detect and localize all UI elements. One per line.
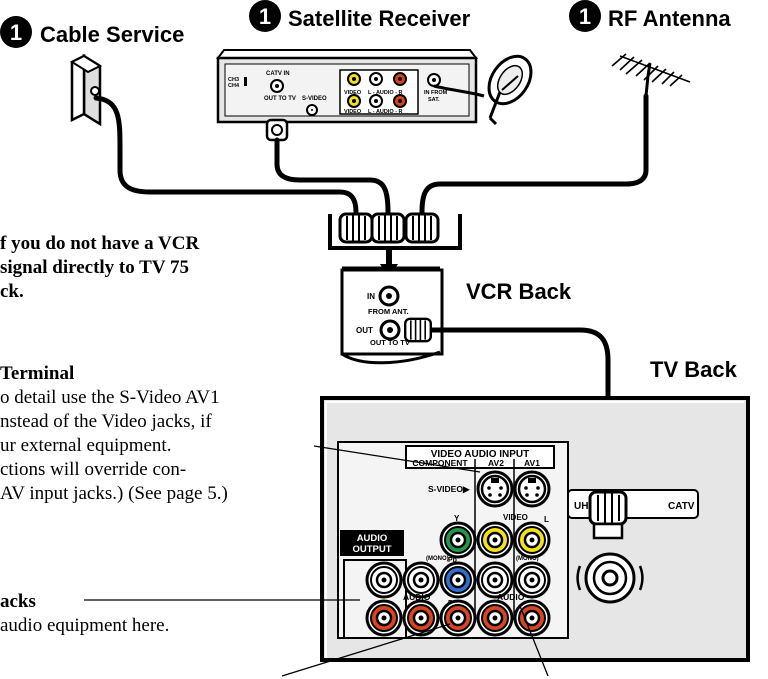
receiver-audio2-label: L - AUDIO - R (368, 109, 403, 115)
vcr-note-line-3: ck. (0, 281, 24, 302)
receiver-video2-label: VIDEO (344, 109, 362, 115)
source-satellite-receiver: 1 Satellite Receiver (249, 0, 471, 32)
tv-back-panel: VIDEO AUDIO INPUT COMPONENT AV2 AV1 S-VI… (320, 396, 750, 662)
jacks-note-title: acks (0, 591, 36, 612)
tv-av2-video-jack[interactable] (476, 521, 514, 559)
step-badge-number: 1 (10, 20, 22, 45)
cable-wall-outlet-icon (69, 53, 103, 127)
tv-pb-label: Pb (448, 557, 457, 564)
receiver-in-from-label: IN FROM (424, 90, 448, 96)
tv-coax-port-icon (576, 552, 644, 604)
source-rf-antenna: 1 RF Antenna (569, 0, 731, 32)
tv-audio-label-b: AUDIO (497, 592, 525, 602)
jacks-note-line-1: audio equipment here. (0, 615, 170, 636)
source-label: Cable Service (40, 22, 184, 47)
svideo-note-line-2: nstead of the Video jacks, if (0, 411, 212, 432)
vcr-out-label: OUT (356, 326, 373, 335)
vcr-note-line-2: signal directly to TV 75 (0, 257, 189, 278)
tv-video-label: VIDEO (503, 513, 528, 522)
receiver-output-plug-icon (265, 118, 289, 142)
receiver-ch3-label: CH3 (228, 77, 239, 83)
tv-av1-label: AV1 (524, 458, 540, 468)
tv-mono-label-2: (MONO) (516, 556, 539, 562)
vcr-back-panel: IN FROM ANT. OUT OUT TO TV (340, 266, 452, 365)
coax-cables (93, 93, 649, 493)
svideo-note-title: Terminal (0, 363, 75, 384)
receiver-audio-l-jack-icon (369, 72, 383, 86)
rf-antenna-icon (611, 53, 691, 97)
svideo-note-line-3: ur external equipment. (0, 435, 172, 456)
tv-svideo-label: S-VIDEO▶ (428, 484, 471, 494)
receiver-in-from-sat-jack-icon (427, 73, 441, 87)
tv-antenna-input-jack[interactable] (588, 490, 628, 540)
tv-component-pb-jack[interactable] (439, 561, 477, 599)
tv-back-title: TV Back (650, 357, 738, 382)
tv-component-label: COMPONENT (412, 458, 468, 468)
receiver-ch4-label: CH4 (228, 83, 240, 89)
tv-mono-label-1: (MONO) (426, 556, 449, 562)
vcr-note-line-1: f you do not have a VCR (0, 233, 200, 254)
vcr-in-label: IN (367, 292, 375, 301)
tv-svideo-av1-jack[interactable] (513, 470, 551, 508)
tv-component-y-jack[interactable] (439, 521, 477, 559)
receiver-video2-jack-icon (347, 94, 361, 108)
vcr-out-jack-icon (379, 319, 401, 341)
source-cable-service: 1 Cable Service (0, 16, 184, 48)
receiver-audio-label: L - AUDIO - R (368, 90, 403, 96)
receiver-catv-in-label: CATV IN (266, 71, 290, 77)
tv-catv-label: CATV (668, 501, 695, 512)
receiver-sat-label: SAT. (428, 97, 440, 103)
tv-component-pr-jack[interactable] (439, 599, 477, 637)
source-label: Satellite Receiver (288, 6, 471, 31)
tv-av2-audio-r-jack[interactable] (476, 599, 514, 637)
coax-plug-icon (338, 212, 374, 244)
coax-plug-icon (404, 212, 440, 244)
tv-svideo-av2-jack[interactable] (476, 470, 514, 508)
tv-l-label: L (544, 515, 549, 524)
receiver-video-jack-icon (347, 72, 361, 86)
step-badge-number: 1 (579, 4, 591, 29)
vcr-back-title: VCR Back (466, 279, 572, 304)
vcr-in-jack-icon (378, 285, 400, 307)
tv-input-header: VIDEO AUDIO INPUT (431, 449, 530, 460)
receiver-svideo-label: S-VIDEO (302, 96, 327, 102)
receiver-audio2-r-jack-icon (393, 94, 407, 108)
svideo-note-line-4: ctions will override con- (0, 459, 187, 480)
vcr-from-ant-label: FROM ANT. (368, 307, 409, 316)
receiver-video-label: VIDEO (344, 90, 362, 96)
svideo-note-line-1: o detail use the S-Video AV1 (0, 387, 220, 408)
receiver-audio-r-jack-icon (393, 72, 407, 86)
receiver-audio2-l-jack-icon (369, 94, 383, 108)
receiver-catv-in-jack-icon (270, 79, 284, 93)
receiver-out-to-tv-label: OUT TO TV (264, 96, 296, 102)
vcr-out-to-tv-label: OUT TO TV (370, 338, 410, 347)
tv-audio-out-l-jack[interactable] (365, 561, 403, 599)
tv-audio-label-a: AUDIO (403, 592, 431, 602)
svideo-note-line-5: AV input jacks.) (See page 5.) (0, 483, 228, 504)
receiver-svideo-jack-icon (306, 104, 318, 116)
satellite-receiver-box: CH3 CH4 CATV IN OUT TO TV S-VIDEO VIDEO … (216, 49, 478, 124)
tv-audio-output-label-1: AUDIO (357, 533, 388, 544)
source-label: RF Antenna (608, 6, 731, 31)
tv-audio-out-r-jack[interactable] (365, 599, 403, 637)
tv-av1-video-jack[interactable] (513, 521, 551, 559)
coax-plug-icon (370, 212, 406, 244)
tv-y-label: Y (454, 514, 460, 523)
tv-uhf-label: UHF (574, 501, 595, 512)
satellite-dish-icon (433, 54, 533, 126)
pointer-lines (84, 445, 549, 677)
tv-audio-output-label-2: OUTPUT (352, 544, 391, 555)
tv-av2-label: AV2 (488, 458, 504, 468)
step-badge-number: 1 (259, 4, 271, 29)
